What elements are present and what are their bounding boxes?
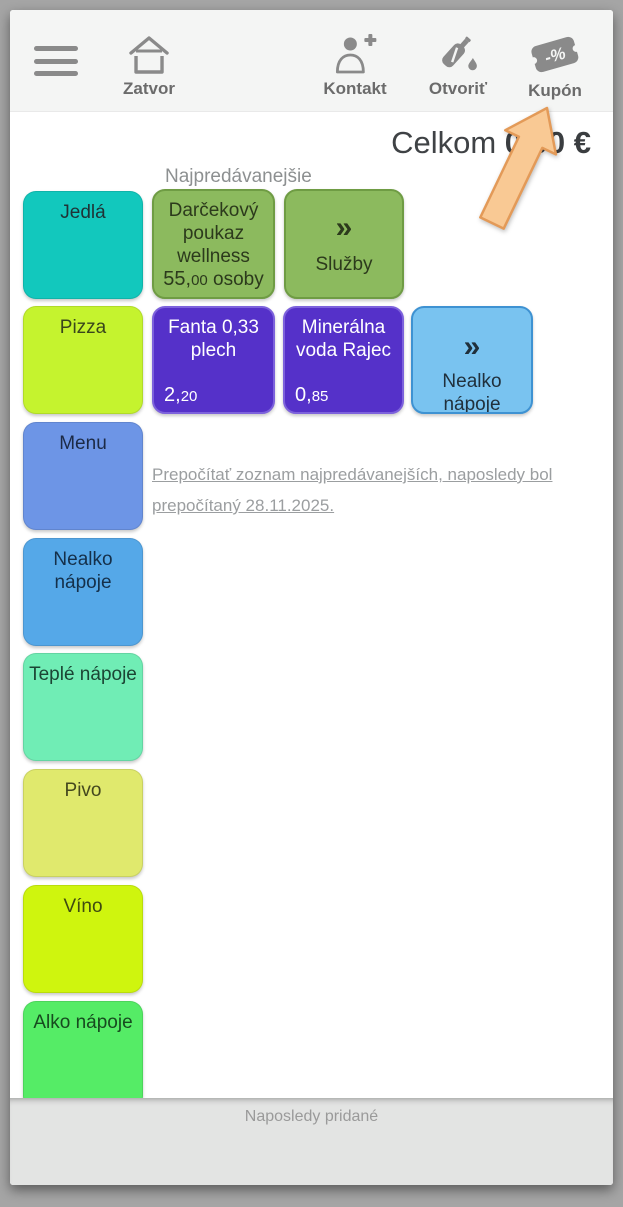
product-tile-darcekovy-poukaz[interactable]: Darčekový poukaz wellness 55,00 osoby	[152, 189, 275, 299]
chevron-right-icon: »	[335, 210, 353, 244]
product-unit: osoby	[213, 269, 264, 290]
toolbar-button-otvorit[interactable]: Otvoriť	[429, 32, 487, 99]
category-label: Jedlá	[60, 202, 106, 223]
hamburger-icon	[34, 46, 78, 51]
toolbar-label: Kontakt	[323, 79, 387, 98]
category-tile-nealko-napoje[interactable]: » Nealko nápoje	[411, 306, 533, 414]
menu-button[interactable]	[34, 46, 78, 76]
main-content: Celkom 0,00 € Najpredávanejšie Darčekový…	[10, 112, 613, 1109]
product-price: 2,20	[164, 384, 198, 406]
product-tile-fanta[interactable]: Fanta 0,33 plech 2,20	[152, 306, 275, 414]
sidebar-category-alko-napoje[interactable]: Alko nápoje	[23, 1001, 143, 1109]
category-label: Menu	[59, 433, 107, 454]
total-label: Celkom	[391, 125, 497, 160]
product-name: Fanta 0,33 plech	[168, 317, 259, 361]
recalculate-bestsellers-link[interactable]: Prepočítať zoznam najpredávanejších, nap…	[152, 465, 553, 515]
sidebar-category-nealko-napoje[interactable]: Nealko nápoje	[23, 538, 143, 646]
category-label: Pizza	[59, 317, 107, 338]
toolbar-label: Otvoriť	[428, 79, 488, 98]
category-label: Pivo	[64, 780, 102, 801]
product-price: 55,00 osoby	[163, 268, 264, 290]
total-amount: Celkom 0,00 €	[391, 125, 591, 161]
home-icon	[129, 36, 169, 74]
person-add-icon	[335, 34, 376, 74]
product-tile-mineralna-voda[interactable]: Minerálna voda Rajec 0,85	[283, 306, 404, 414]
category-tile-label: Služby	[315, 253, 373, 275]
coupon-icon-text: -%	[543, 43, 568, 67]
toolbar-button-zatvor[interactable]: Zatvor	[123, 32, 175, 99]
category-tile-sluzby[interactable]: » Služby	[284, 189, 404, 299]
pos-app-screen: Zatvor Kontakt Otvoriť	[10, 10, 613, 1185]
category-label: Teplé nápoje	[29, 664, 137, 685]
sidebar-category-menu[interactable]: Menu	[23, 422, 143, 530]
sidebar-category-pizza[interactable]: Pizza	[23, 306, 143, 414]
coupon-icon: -%	[530, 36, 580, 73]
category-label: Alko nápoje	[33, 1012, 133, 1033]
product-name: Darčekový poukaz wellness	[168, 200, 259, 267]
bottle-icon	[442, 36, 477, 71]
recently-added-label: Naposledy pridané	[244, 1108, 379, 1125]
product-price: 0,85	[295, 384, 329, 406]
sidebar-category-pivo[interactable]: Pivo	[23, 769, 143, 877]
sidebar-category-jedla[interactable]: Jedlá	[23, 191, 143, 299]
total-value: 0,00	[504, 125, 566, 160]
toolbar-label: Zatvor	[123, 79, 175, 98]
bestsellers-heading: Najpredávanejšie	[165, 166, 312, 187]
toolbar-label: Kupón	[528, 81, 582, 100]
recently-added-panel[interactable]: Naposledy pridané	[10, 1098, 613, 1185]
sidebar-category-teple-napoje[interactable]: Teplé nápoje	[23, 653, 143, 761]
chevron-right-icon: »	[463, 330, 481, 363]
toolbar-button-kupon[interactable]: -% Kupón	[525, 32, 585, 101]
product-name: Minerálna voda Rajec	[295, 317, 392, 361]
category-tile-label: Nealko nápoje	[442, 371, 502, 414]
toolbar-button-kontakt[interactable]: Kontakt	[323, 32, 387, 99]
total-currency: €	[573, 125, 591, 160]
toolbar: Zatvor Kontakt Otvoriť	[10, 10, 613, 112]
category-label: Víno	[63, 896, 103, 917]
sidebar-category-vino[interactable]: Víno	[23, 885, 143, 993]
category-label: Nealko nápoje	[53, 549, 113, 593]
